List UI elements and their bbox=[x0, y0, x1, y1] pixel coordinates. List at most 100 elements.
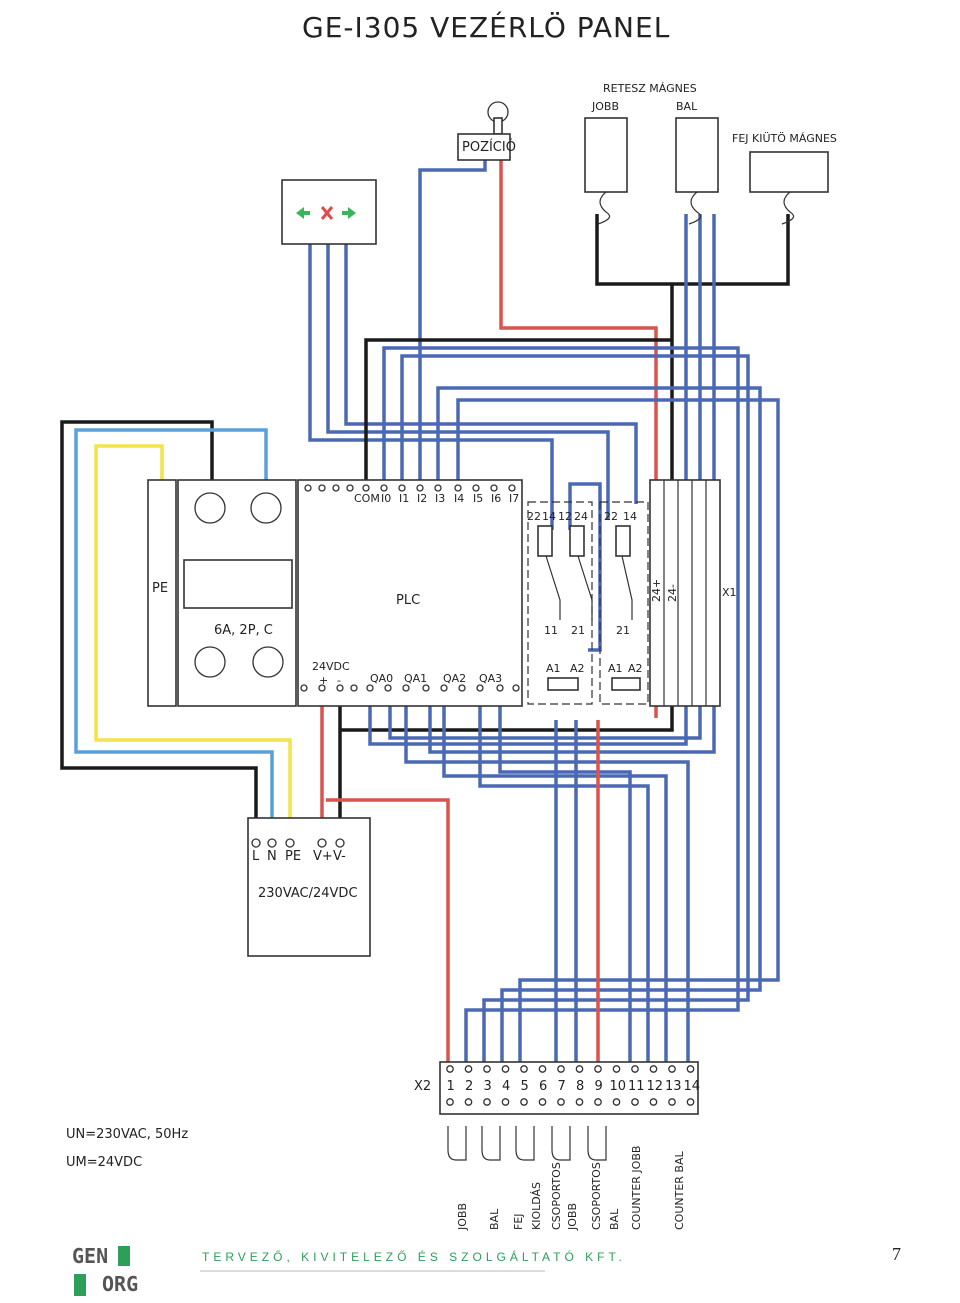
plc-terminal bbox=[398, 484, 406, 492]
rating-line-2: UM=24VDC bbox=[66, 1155, 142, 1170]
plc-terminal bbox=[332, 484, 340, 492]
logo-text-bottom: ORG bbox=[102, 1272, 139, 1296]
breaker-terminal bbox=[194, 492, 226, 524]
x2-terminal-number: 9 bbox=[595, 1079, 603, 1094]
x2-terminal-pin bbox=[557, 1065, 565, 1073]
plc-terminal bbox=[476, 684, 484, 692]
retesz-label: RETESZ MÁGNES bbox=[603, 82, 697, 95]
relay-contact: 21 bbox=[571, 624, 585, 637]
plc-terminal bbox=[422, 684, 430, 692]
plc-terminal bbox=[318, 484, 326, 492]
plc-body bbox=[297, 479, 523, 707]
x2-terminal-pin bbox=[520, 1065, 528, 1073]
psu-term-vminus: V- bbox=[333, 849, 346, 864]
plc-input-i5: I5 bbox=[473, 492, 483, 505]
wire-i0 bbox=[382, 346, 740, 1062]
connector-icon bbox=[587, 1126, 607, 1161]
x2-terminal-pin bbox=[538, 1098, 547, 1106]
x2-terminal-number: 3 bbox=[484, 1079, 492, 1094]
x2-terminal-pin bbox=[520, 1098, 528, 1106]
magnet-bal bbox=[675, 117, 719, 193]
coil-icon bbox=[688, 191, 702, 225]
psu-term-vplus: V+ bbox=[313, 849, 333, 864]
indicator-box bbox=[281, 179, 377, 245]
plc-output-qa3: QA3 bbox=[479, 672, 502, 685]
breaker-terminal bbox=[252, 646, 284, 678]
x1-minus-label: 24- bbox=[666, 584, 679, 602]
x2-label-csoportos-1: CSOPORTOS bbox=[550, 1162, 563, 1230]
x2-label-kioldas: KIOLDÁS bbox=[530, 1182, 543, 1230]
x2-terminal-number: 13 bbox=[665, 1079, 682, 1094]
plc-terminal bbox=[454, 484, 462, 492]
psu-label: 230VAC/24VDC bbox=[258, 886, 358, 901]
x2-label-bal: BAL bbox=[488, 1208, 501, 1230]
plc-terminal bbox=[490, 484, 498, 492]
x2-terminal-pin bbox=[649, 1098, 658, 1106]
relay-switch-icon bbox=[545, 555, 633, 620]
x2-terminal-pin bbox=[501, 1065, 510, 1073]
psu: L N PE V+ V- 230VAC/24VDC bbox=[247, 817, 371, 957]
x2-terminal-pin bbox=[538, 1065, 547, 1073]
x2-terminal-pin bbox=[464, 1065, 473, 1073]
psu-terminal bbox=[317, 838, 327, 848]
wire-indicator-1 bbox=[308, 244, 554, 530]
genorg-logo: GEN ORG bbox=[72, 1244, 138, 1300]
x1-dividers bbox=[663, 480, 707, 706]
plc-terminal bbox=[362, 484, 370, 492]
x2-terminal-pin bbox=[557, 1098, 565, 1106]
relay-coil: A1 bbox=[546, 662, 561, 675]
relay-contact-block bbox=[615, 525, 631, 557]
x2-label-jobb-2: JOBB bbox=[566, 1203, 579, 1231]
relay-contact-block bbox=[537, 525, 553, 557]
x2-terminal-number: 12 bbox=[647, 1079, 664, 1094]
x2-terminal-pin bbox=[631, 1065, 639, 1073]
x2-terminal-pin bbox=[612, 1098, 621, 1106]
relay-contact: 12 bbox=[558, 510, 572, 523]
company-name: TERVEZŐ, KIVITELEZŐ ÉS SZOLGÁLTATÓ KFT. bbox=[202, 1250, 626, 1264]
x2-terminal-pin bbox=[446, 1065, 454, 1073]
connector-icon bbox=[447, 1126, 467, 1161]
relay-contact-block bbox=[569, 525, 585, 557]
wires bbox=[60, 160, 790, 1062]
x2-terminal-number: 10 bbox=[610, 1079, 627, 1094]
wire-jobb-blue bbox=[368, 214, 688, 746]
wire-indicator-2 bbox=[326, 244, 610, 520]
wire-n-lightblue bbox=[74, 428, 274, 840]
x2-label-bal-2: BAL bbox=[608, 1208, 621, 1230]
wire-qa2 bbox=[478, 690, 650, 1062]
wire-red-to-x2 bbox=[326, 798, 450, 1062]
x1-body bbox=[649, 479, 721, 707]
relay-coil: A2 bbox=[570, 662, 585, 675]
relay-contact: 14 bbox=[623, 510, 637, 523]
x2-terminal-number: 7 bbox=[558, 1079, 566, 1094]
plc-supply-label: 24VDC bbox=[312, 660, 350, 673]
magnet-jobb-label: JOBB bbox=[591, 100, 619, 113]
x2-label-jobb: JOBB bbox=[456, 1203, 469, 1231]
psu-terminal bbox=[251, 838, 261, 848]
x2-terminal-number: 8 bbox=[576, 1079, 584, 1094]
plc-terminal bbox=[458, 684, 466, 692]
plc-supply-plus: + bbox=[319, 674, 328, 687]
x2-terminal-number: 2 bbox=[465, 1079, 473, 1094]
x2-terminal-pin bbox=[575, 1065, 584, 1073]
psu-term-n: N bbox=[267, 849, 277, 864]
x2-terminal-pin bbox=[686, 1065, 695, 1073]
magnet-jobb bbox=[584, 117, 628, 193]
plc-terminal bbox=[512, 684, 520, 692]
footer-divider bbox=[200, 1270, 545, 1272]
pe-label: PE bbox=[152, 581, 168, 596]
wire-qa0 bbox=[404, 690, 690, 1062]
plc-terminal bbox=[336, 684, 344, 692]
arrow-left-icon bbox=[296, 207, 310, 219]
breaker-terminal bbox=[194, 646, 226, 678]
wire-pos-blue bbox=[418, 160, 487, 486]
magnets: RETESZ MÁGNES JOBB BAL FEJ KIÜTÖ MÁGNES bbox=[584, 82, 837, 225]
connector-icon bbox=[515, 1126, 535, 1161]
x2-terminal-pin bbox=[594, 1065, 602, 1073]
plc-input-i3: I3 bbox=[435, 492, 445, 505]
psu-terminal bbox=[267, 838, 277, 848]
plc-output-qa0: QA0 bbox=[370, 672, 393, 685]
wire-pe-yellow bbox=[94, 444, 292, 840]
